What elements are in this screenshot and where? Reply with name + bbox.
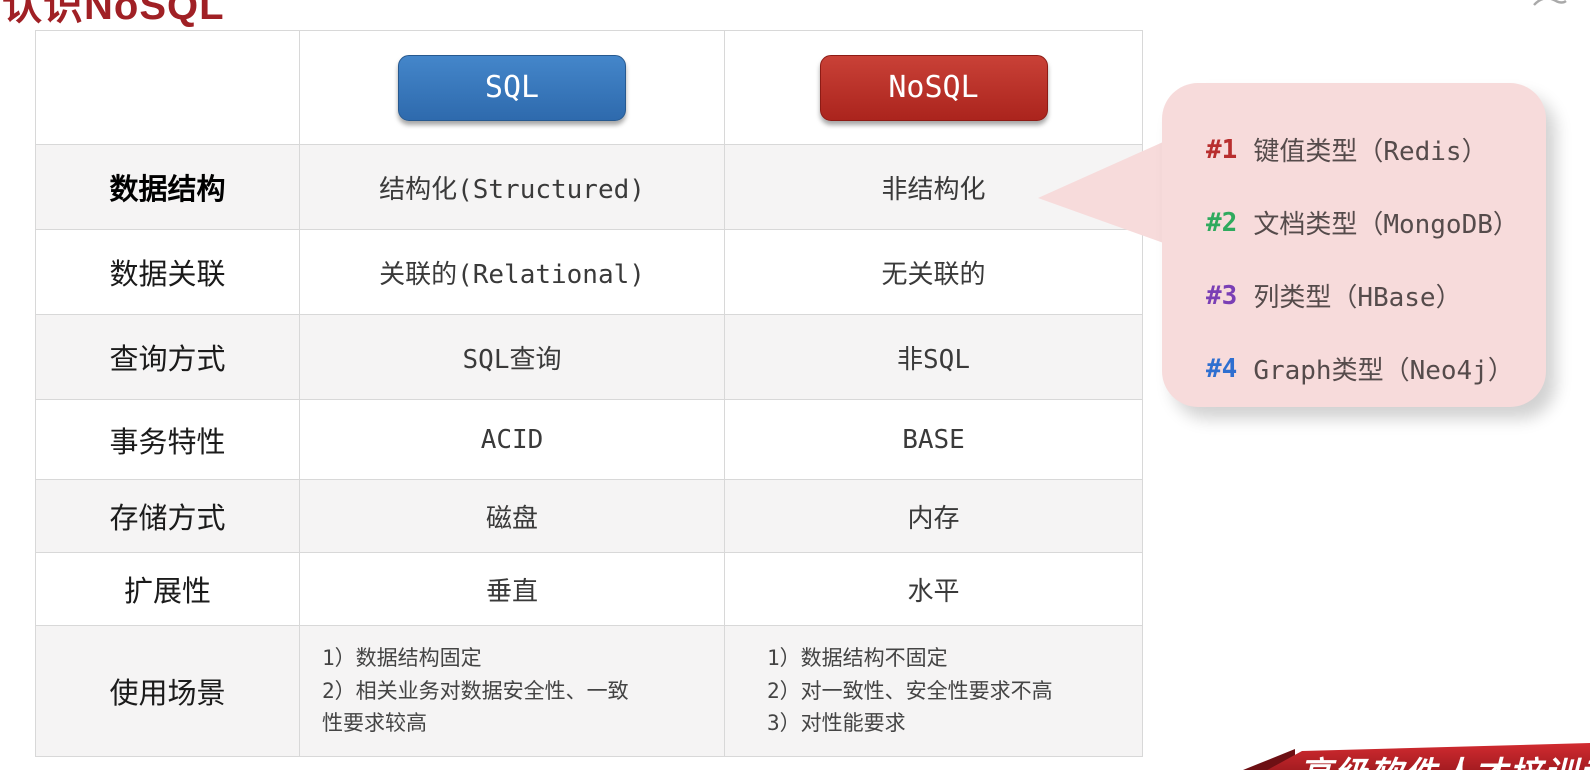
- row-label: 存储方式: [36, 480, 300, 552]
- table-row: 数据关联关联的(Relational) 无关联的: [36, 230, 1142, 315]
- nosql-type-item: #3 列类型（HBase）: [1206, 277, 1519, 314]
- nosql-type-item: #1 键值类型（Redis）: [1206, 131, 1519, 168]
- sql-use-cases: 1）数据结构固定 2）相关业务对数据安全性、一致性要求较高: [322, 642, 632, 740]
- table-row: 数据结构结构化(Structured) 非结构化: [36, 145, 1142, 230]
- nosql-use-cases: 1）数据结构不固定 2）对一致性、安全性要求不高 3）对性能要求: [767, 642, 1053, 740]
- nosql-value-cell: 无关联的: [881, 259, 986, 290]
- nosql-badge: NoSQL: [819, 54, 1048, 121]
- sql-value-cell: 关联的(Relational): [300, 230, 725, 314]
- type-number: #3: [1206, 280, 1238, 311]
- row-label: 事务特性: [36, 400, 300, 479]
- corner-cell: [36, 31, 300, 144]
- nosql-value-cell: 1）数据结构不固定 2）对一致性、安全性要求不高 3）对性能要求: [725, 626, 1142, 756]
- type-label: Graph类型（Neo4j）: [1253, 356, 1514, 386]
- sql-value-cell: 结构化(Structured): [300, 145, 725, 229]
- page-title: 认识NoSQL: [2, 0, 225, 28]
- sql-value-cell: 1）数据结构固定 2）相关业务对数据安全性、一致性要求较高: [300, 626, 725, 756]
- table-row: 存储方式磁盘 内存: [36, 480, 1142, 553]
- nosql-type-item: #4 Graph类型（Neo4j）: [1206, 350, 1519, 387]
- nosql-header-cell: NoSQL: [725, 31, 1142, 144]
- type-label: 列类型（HBase）: [1253, 283, 1462, 313]
- row-label: 数据结构: [36, 145, 300, 229]
- sql-value-cell: 磁盘: [300, 480, 725, 552]
- nosql-value-cell: BASE: [902, 424, 965, 455]
- nosql-value-cell: 非结构化: [881, 174, 986, 205]
- sql-badge: SQL: [398, 54, 626, 121]
- cut-off-logo-icon: [1533, 0, 1567, 6]
- sql-value-cell: 垂直: [300, 553, 725, 625]
- nosql-value-cell: 非SQL: [897, 344, 970, 375]
- sql-header-cell: SQL: [300, 31, 725, 144]
- table-header-row: SQL NoSQL: [36, 31, 1142, 145]
- row-label: 数据关联: [36, 230, 300, 314]
- sql-value-cell: SQL查询: [300, 315, 725, 399]
- use-case-line: 1）数据结构不固定: [767, 646, 948, 671]
- table-row: 使用场景 1）数据结构固定 2）相关业务对数据安全性、一致性要求较高 1）数据结构不固…: [36, 626, 1142, 756]
- nosql-value-cell: 水平: [907, 576, 960, 607]
- type-number: #4: [1206, 353, 1238, 384]
- type-label: 文档类型（MongoDB）: [1253, 210, 1519, 240]
- type-number: #2: [1206, 207, 1238, 238]
- row-label: 使用场景: [36, 626, 300, 756]
- type-number: #1: [1206, 134, 1238, 165]
- nosql-type-item: #2 文档类型（MongoDB）: [1206, 204, 1519, 241]
- brand-ribbon-text: 高级软件人才培训专家: [1299, 747, 1590, 770]
- use-case-line: 3）对性能要求: [767, 711, 906, 736]
- table-body: 数据结构结构化(Structured) 非结构化数据关联关联的(Relationa…: [36, 145, 1142, 756]
- speech-bubble-tail: [1038, 138, 1172, 246]
- use-case-line: 1）数据结构固定: [322, 646, 482, 671]
- use-case-line: 2）相关业务对数据安全性、一致性要求较高: [322, 678, 629, 736]
- nosql-value-cell: 内存: [907, 503, 960, 534]
- nosql-types-speech-bubble: #1 键值类型（Redis） #2 文档类型（MongoDB） #3 列类型（HBase）…: [1162, 83, 1546, 407]
- use-case-line: 2）对一致性、安全性要求不高: [767, 678, 1053, 703]
- comparison-table: SQL NoSQL 数据结构结构化(Structured) 非结构化数据关联关联的…: [35, 30, 1143, 757]
- row-label: 扩展性: [36, 553, 300, 625]
- sql-value-cell: ACID: [300, 400, 725, 479]
- nosql-types-list: #1 键值类型（Redis） #2 文档类型（MongoDB） #3 列类型（HBase）…: [1206, 131, 1519, 387]
- row-label: 查询方式: [36, 315, 300, 399]
- type-label: 键值类型（Redis）: [1253, 137, 1488, 167]
- table-row: 扩展性垂直 水平: [36, 553, 1142, 626]
